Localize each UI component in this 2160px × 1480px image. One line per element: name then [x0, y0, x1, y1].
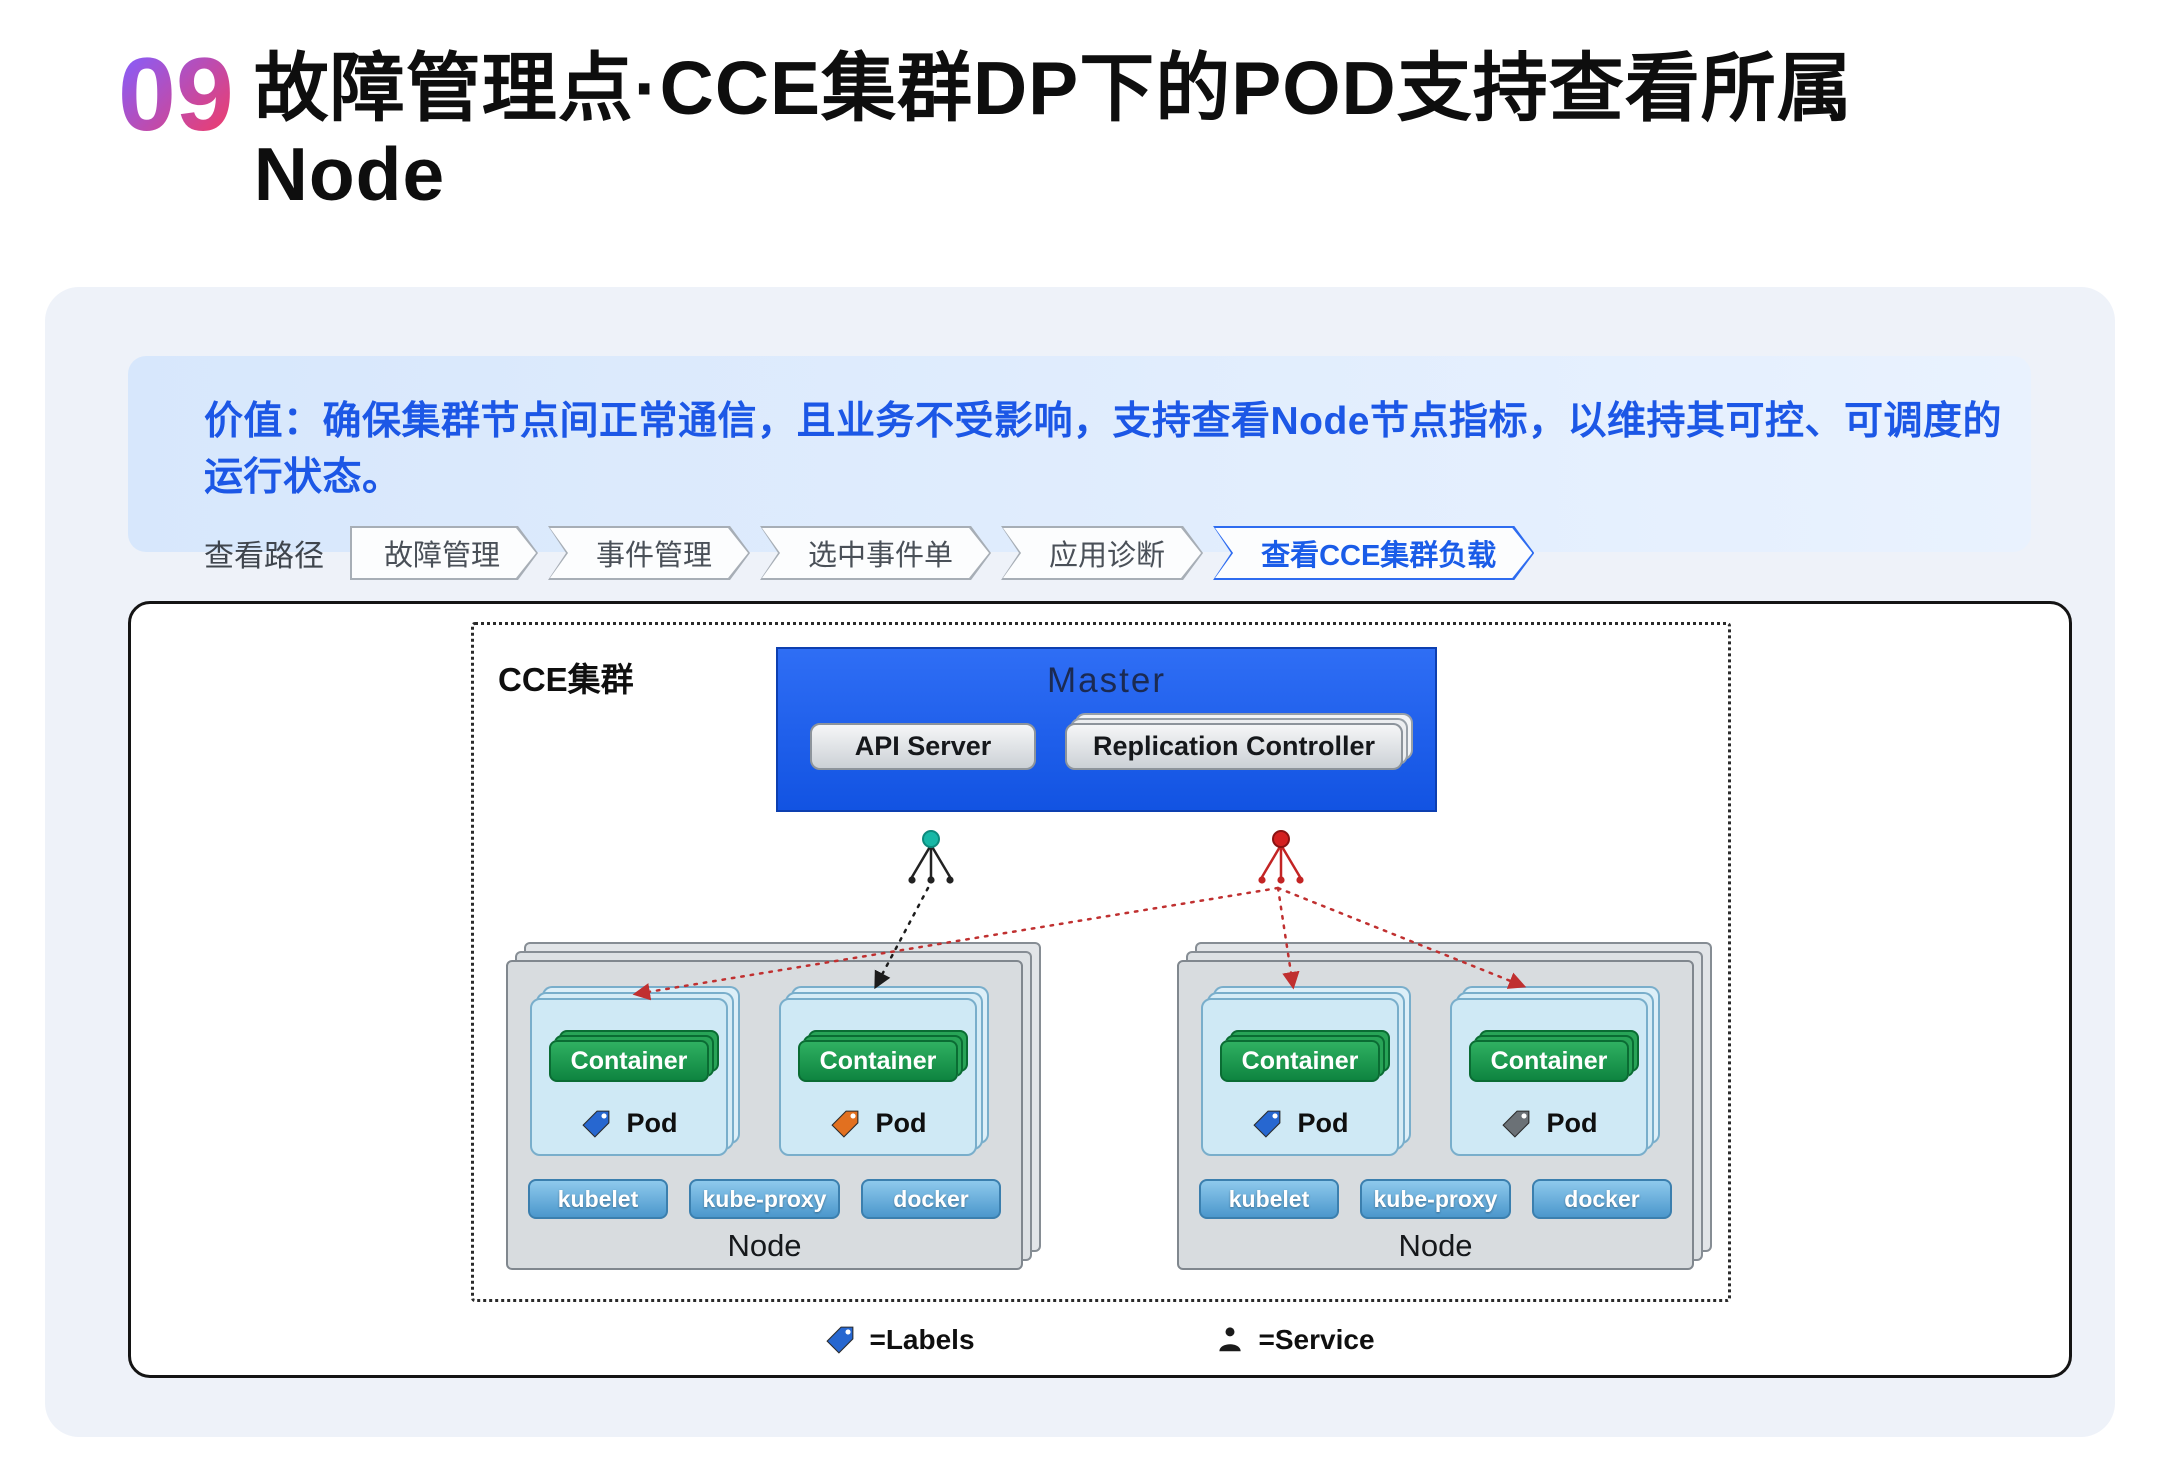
api-server-button: API Server [810, 723, 1036, 770]
docker-button: docker [1531, 1179, 1672, 1219]
path-step-select-event: 选中事件单 [760, 526, 991, 580]
cluster-label: CCE集群 [498, 661, 634, 698]
legend-labels-text: =Labels [869, 1324, 975, 1355]
pod-label: Pod [875, 1108, 927, 1138]
node-services-row: kubelet kube-proxy docker [508, 1179, 1021, 1219]
master-box: Master API Server Replication Controller [776, 647, 1437, 812]
path-step-event-management: 事件管理 [548, 526, 750, 580]
pod-label: Pod [1546, 1108, 1598, 1138]
labels-hub-icon [908, 830, 954, 884]
legend-service: =Service [1215, 1324, 1375, 1356]
label-tag-icon [826, 1326, 854, 1354]
node-services-row: kubelet kube-proxy docker [1179, 1179, 1692, 1219]
kube-proxy-button: kube-proxy [1359, 1179, 1512, 1219]
path-step-fault-management: 故障管理 [350, 526, 538, 580]
view-path: 查看路径 故障管理 事件管理 选中事件单 应用诊断 查看CCE集群负载 [204, 526, 2031, 580]
architecture-diagram: CCE集群 Master API Server Replication Cont… [128, 601, 2072, 1378]
container-button: Container [1469, 1040, 1629, 1082]
pod-label-row: Pod [581, 1108, 678, 1139]
pod-label-row: Pod [830, 1108, 927, 1139]
replication-controller-button: Replication Controller [1065, 723, 1403, 770]
label-tag-icon [1501, 1110, 1529, 1138]
container-button: Container [1220, 1040, 1380, 1082]
content-card: 价值：确保集群节点间正常通信，且业务不受影响，支持查看Node节点指标，以维持其… [45, 287, 2115, 1437]
path-label: 查看路径 [204, 540, 324, 573]
path-steps: 故障管理 事件管理 选中事件单 应用诊断 查看CCE集群负载 [350, 526, 1534, 580]
kube-proxy-button: kube-proxy [688, 1179, 841, 1219]
slide-number: 09 [118, 37, 234, 153]
node-box-1: Container Pod Container Pod [506, 960, 1023, 1270]
label-tag-icon [1252, 1110, 1280, 1138]
path-step-view-cce-load: 查看CCE集群负载 [1213, 526, 1534, 580]
container-button: Container [549, 1040, 709, 1082]
pod-box: Container Pod [779, 998, 977, 1156]
page-title-line1: 故障管理点·CCE集群DP下的POD支持查看所属 [253, 46, 1853, 130]
kubelet-button: kubelet [528, 1179, 668, 1219]
pod-label-row: Pod [1501, 1108, 1598, 1139]
service-hub-icon [1258, 830, 1304, 884]
path-step-app-diagnosis: 应用诊断 [1001, 526, 1203, 580]
pods-row: Container Pod Container Pod [1179, 962, 1692, 1156]
page-title-line2: Node [253, 131, 446, 216]
pod-box: Container Pod [1450, 998, 1648, 1156]
pod-label-row: Pod [1252, 1108, 1349, 1139]
node-label: Node [1398, 1228, 1473, 1263]
value-text: 价值：确保集群节点间正常通信，且业务不受影响，支持查看Node节点指标，以维持其… [204, 400, 2003, 499]
legend-labels: =Labels [825, 1324, 975, 1356]
master-buttons: API Server Replication Controller [778, 723, 1435, 770]
diagram-legend: =Labels =Service [131, 1324, 2069, 1356]
kubelet-button: kubelet [1199, 1179, 1339, 1219]
master-title: Master [1047, 661, 1166, 700]
pods-row: Container Pod Container Pod [508, 962, 1021, 1156]
value-banner: 价值：确保集群节点间正常通信，且业务不受影响，支持查看Node节点指标，以维持其… [128, 356, 2031, 552]
cce-cluster-box: CCE集群 Master API Server Replication Cont… [471, 622, 1731, 1302]
node-box-2: Container Pod Container Pod [1177, 960, 1694, 1270]
pod-label: Pod [1297, 1108, 1349, 1138]
container-button: Container [798, 1040, 958, 1082]
label-tag-icon [830, 1110, 858, 1138]
docker-button: docker [860, 1179, 1001, 1219]
pod-label: Pod [626, 1108, 678, 1138]
node-label: Node [727, 1228, 802, 1263]
label-tag-icon [581, 1110, 609, 1138]
pod-box: Container Pod [1201, 998, 1399, 1156]
pod-box: Container Pod [530, 998, 728, 1156]
legend-service-text: =Service [1258, 1324, 1375, 1355]
person-icon [1218, 1327, 1241, 1352]
